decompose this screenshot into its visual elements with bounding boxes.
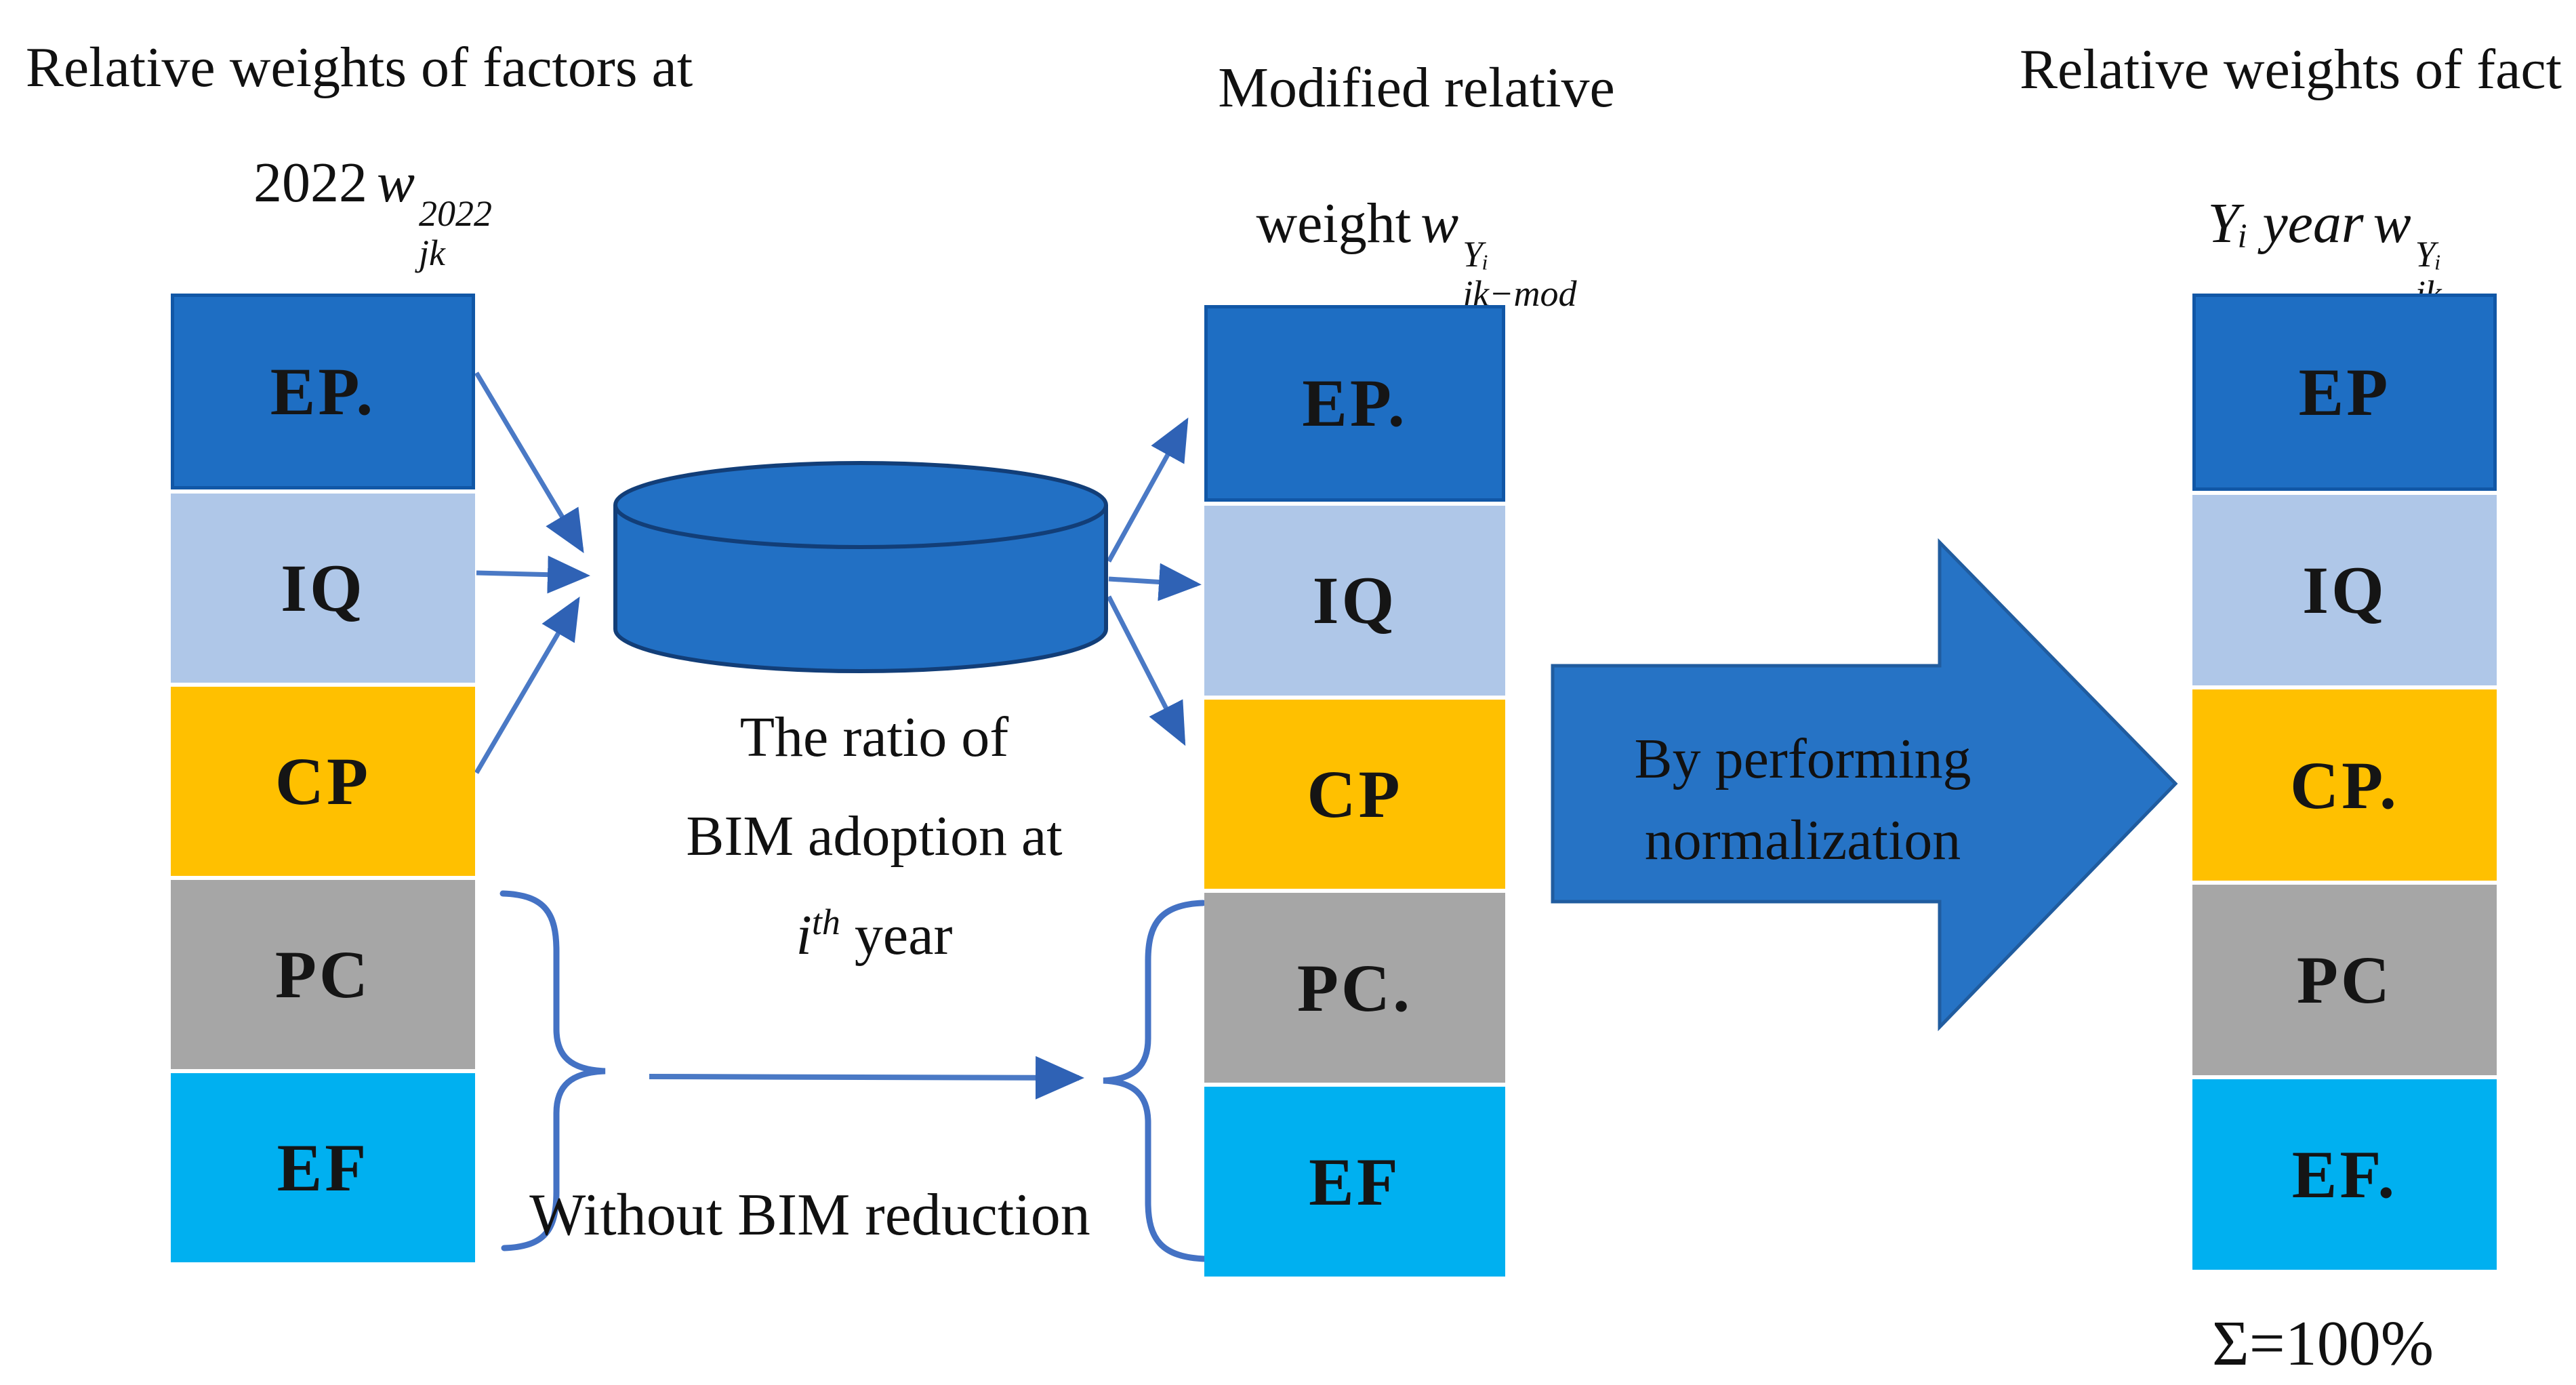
cylinder-body: [613, 505, 1108, 673]
bar-segment-label: PC: [2296, 942, 2393, 1018]
ith-superscript: th: [811, 902, 840, 942]
without-bim-label: Without BIM reduction: [529, 1182, 1090, 1248]
input-arrows: [474, 372, 590, 774]
right-bar-column: EP IQ CP. PC EF.: [2192, 294, 2497, 1270]
formula-base: w: [1420, 192, 1459, 255]
bar-segment-label: CP.: [2289, 747, 2400, 823]
bar-segment-ep: EP.: [171, 294, 475, 489]
cylinder-caption-line1: The ratio of: [739, 706, 1009, 769]
formula-prefix: weight: [1256, 192, 1412, 255]
formula-superscript: Yᵢ: [1463, 233, 1489, 275]
bar-segment-iq: IQ: [1204, 505, 1505, 696]
bim-ratio-cylinder: [613, 461, 1108, 673]
bar-segment-cp: CP: [171, 687, 475, 876]
bar-segment-label: EF: [1309, 1144, 1401, 1220]
left-group-brace: [499, 890, 606, 1251]
arrow-cp-to-cylinder: [474, 596, 580, 774]
bar-segment-pc: PC.: [1204, 893, 1505, 1083]
cylinder-caption-line2: BIM adoption at: [686, 805, 1063, 868]
middle-bar-column: EP. IQ CP PC. EF: [1204, 305, 1505, 1277]
left-bar-column: EP. IQ CP PC EF: [171, 294, 475, 1262]
bar-segment-label: EP: [2298, 355, 2391, 430]
bar-segment-label: EP.: [1302, 365, 1408, 441]
right-column-title: Relative weights of fact: [2019, 38, 2562, 101]
bar-segment-ef: EF.: [2192, 1079, 2497, 1270]
bar-segment-ef: EF: [1204, 1087, 1505, 1277]
bar-segment-label: IQ: [281, 550, 365, 626]
bar-segment-iq: IQ: [171, 494, 475, 683]
bar-segment-label: EF.: [2291, 1136, 2398, 1212]
bar-segment-label: CP: [1307, 756, 1403, 832]
arrow-without-bim: [649, 1056, 1084, 1100]
left-column-title: Relative weights of factors at: [25, 36, 693, 99]
cylinder-caption-line3: ith year: [569, 903, 1179, 969]
formula-superscript: 2022: [419, 193, 493, 234]
normalization-caption-line2: normalization: [1644, 809, 1961, 872]
formula-base: w: [376, 151, 415, 214]
bar-segment-label: CP: [274, 744, 371, 819]
bar-segment-pc: PC: [2192, 884, 2497, 1075]
arrow-cylinder-to-iq: [1108, 563, 1202, 601]
bar-segment-label: EP.: [270, 354, 376, 429]
bar-segment-cp: CP.: [2192, 689, 2497, 881]
ith-rest: year: [840, 904, 953, 967]
bar-segment-label: PC.: [1296, 950, 1413, 1026]
output-arrows: [1106, 417, 1202, 746]
bar-segment-ef: EF: [171, 1073, 475, 1262]
arrow-cylinder-to-ep: [1106, 417, 1189, 563]
arrow-iq-to-cylinder: [476, 555, 590, 594]
middle-column-title: Modified relative: [1218, 56, 1615, 119]
bar-segment-iq: IQ: [2192, 495, 2497, 686]
formula-subscript: jk: [419, 232, 445, 273]
ith-base: i: [796, 904, 812, 967]
formula-prefix: 2022: [253, 151, 367, 214]
formula-base: w: [2373, 192, 2411, 255]
arrow-cylinder-to-cp: [1106, 595, 1186, 746]
bar-segment-label: IQ: [1312, 563, 1397, 639]
cylinder-top: [613, 461, 1108, 549]
sum-label: Σ=100%: [2212, 1308, 2434, 1379]
bar-segment-ep: EP.: [1204, 305, 1505, 502]
formula-superscript: Yᵢ: [2415, 233, 2442, 275]
bar-segment-label: IQ: [2302, 553, 2387, 628]
bar-segment-ep: EP: [2192, 294, 2497, 491]
bar-segment-label: PC: [274, 937, 371, 1012]
normalization-caption-line1: By performing: [1634, 727, 1971, 790]
arrow-ep-to-cylinder: [474, 372, 584, 554]
bar-segment-label: EF: [277, 1130, 369, 1205]
formula-prefix: Yᵢ year: [2207, 192, 2364, 255]
normalization-arrow: [1551, 538, 2178, 1032]
middle-group-brace: [1103, 900, 1209, 1262]
bar-segment-pc: PC: [171, 880, 475, 1069]
bar-segment-cp: CP: [1204, 699, 1505, 889]
